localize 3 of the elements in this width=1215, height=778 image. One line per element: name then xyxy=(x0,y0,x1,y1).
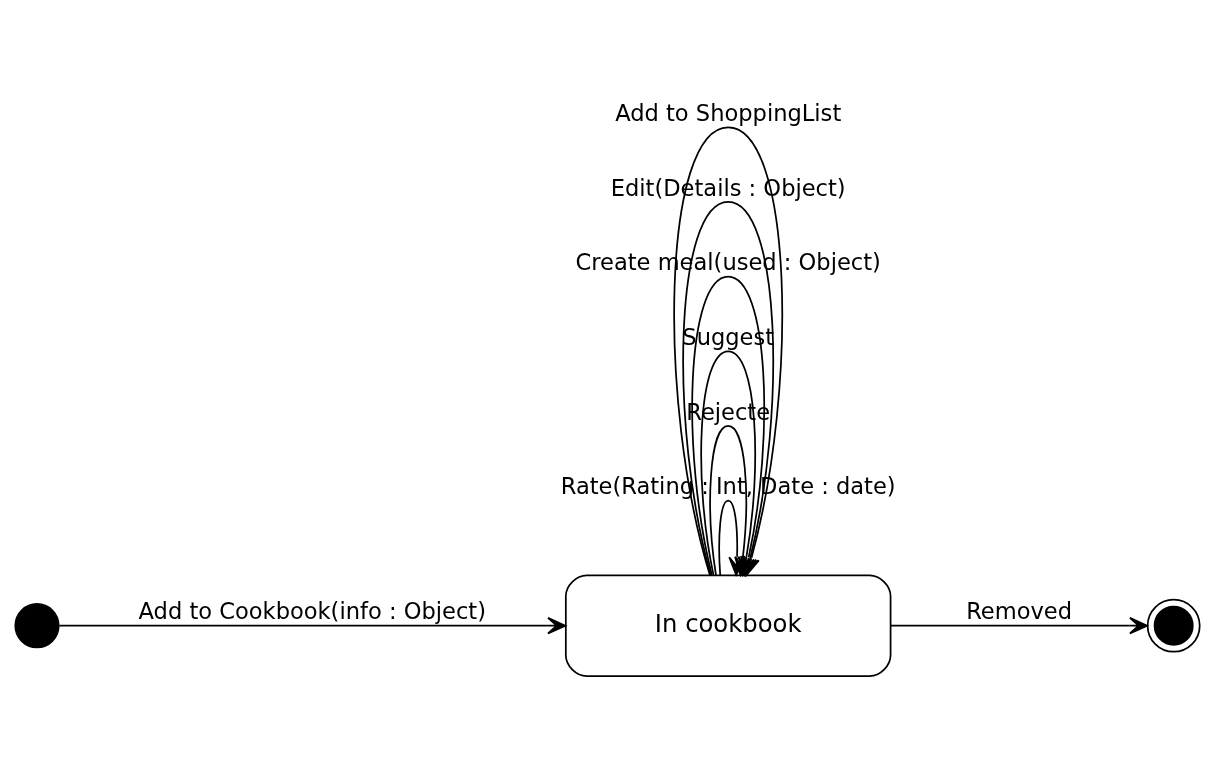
edge-label: Add to ShoppingList xyxy=(615,99,842,126)
edge-label: Removed xyxy=(966,597,1073,624)
edge-label: Add to Cookbook(info : Object) xyxy=(138,597,486,624)
